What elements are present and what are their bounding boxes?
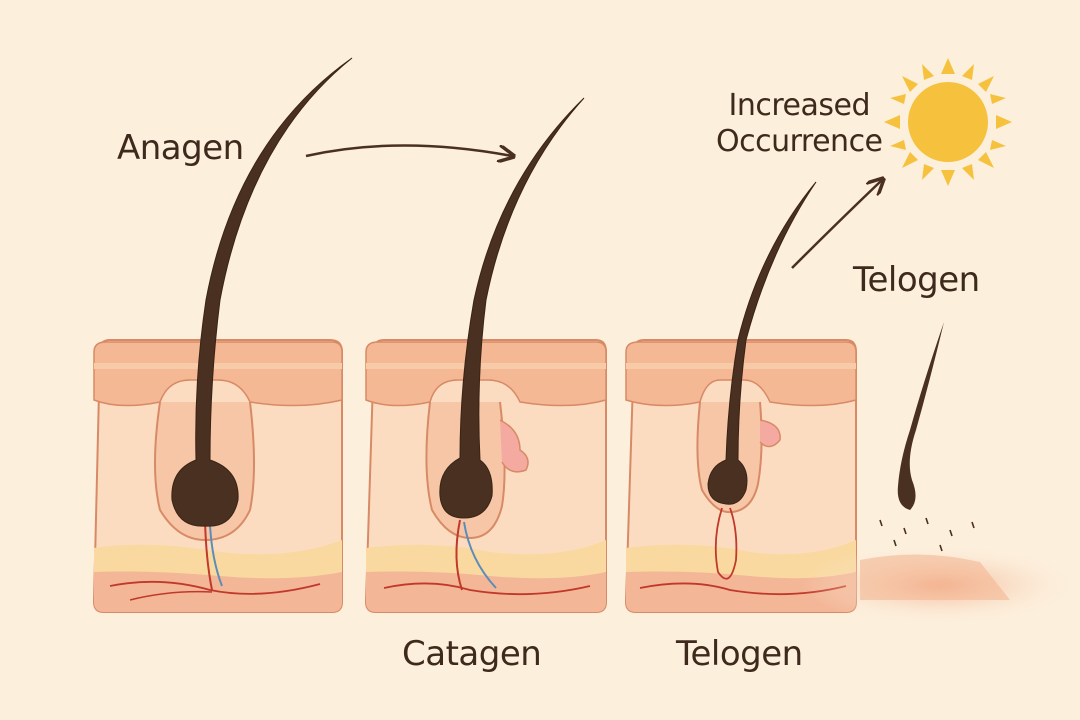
telogen-label: Telogen xyxy=(676,634,803,674)
arrow-icon xyxy=(305,144,512,157)
catagen-hair xyxy=(439,97,585,519)
arrow-icon xyxy=(791,180,882,269)
anagen-label: Anagen xyxy=(117,128,244,168)
telogen-shed-label: Telogen xyxy=(853,260,980,300)
shed-hair xyxy=(897,322,944,510)
skin-flakes xyxy=(879,517,975,552)
telogen-hair xyxy=(707,181,817,505)
anagen-hair xyxy=(171,57,353,527)
catagen-label: Catagen xyxy=(402,634,542,674)
increased-occurrence-label: Increased Occurrence xyxy=(716,88,883,160)
increased-line-2: Occurrence xyxy=(716,124,883,159)
shed-hair-area xyxy=(800,322,1080,625)
sun-icon xyxy=(884,58,1012,186)
increased-line-1: Increased xyxy=(728,88,871,123)
